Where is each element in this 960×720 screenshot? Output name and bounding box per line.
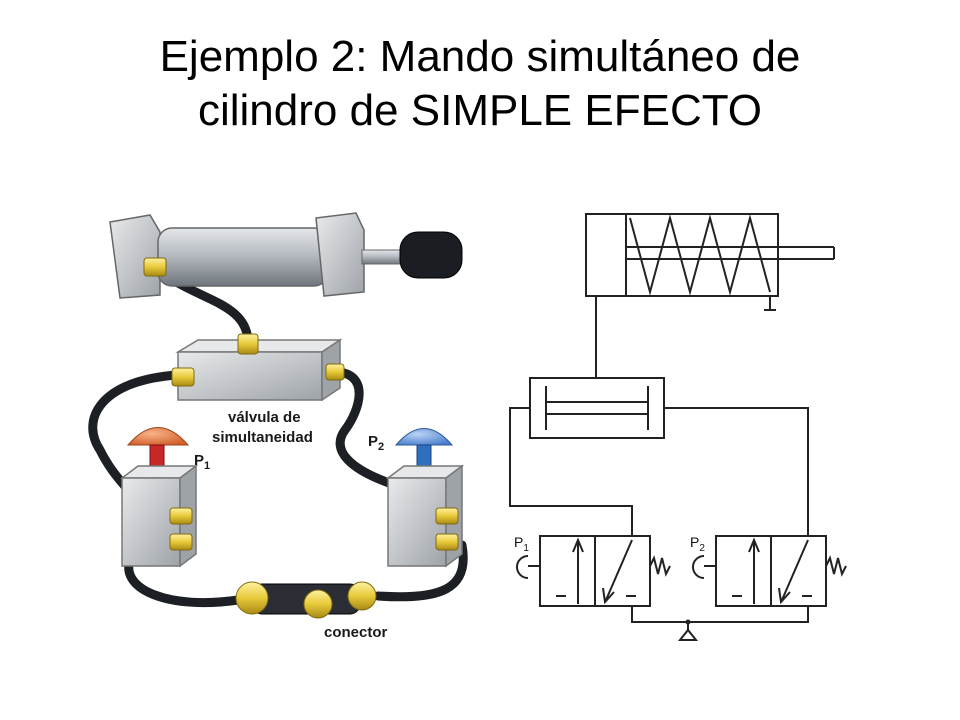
p1-pushbutton-symbol [516, 555, 540, 579]
p1-button-cap [126, 427, 190, 446]
p2-button-stem [416, 444, 432, 468]
p2-fitting-lower [435, 533, 459, 551]
and-valve-top-face [175, 339, 343, 353]
cylinder-barrel [157, 227, 329, 287]
pneumatic-schematic [509, 213, 847, 641]
and-valve-left-fitting [171, 367, 195, 387]
and-valve-label-line-1: válvula de [228, 409, 301, 426]
schematic-p1-label: P1 [514, 534, 529, 554]
p1-fitting-upper [169, 507, 193, 525]
cylinder-symbol [585, 213, 835, 311]
and-valve-symbol-body [529, 377, 665, 439]
and-valve-body [177, 351, 323, 401]
tee-connector [235, 581, 377, 619]
title-line-1: Ejemplo 2: Mando simultáneo de [159, 32, 801, 81]
line-and-to-p2 [664, 407, 809, 536]
hose-p1-to-connector [124, 555, 243, 608]
supply-line [631, 606, 809, 623]
hose-valve-right-to-p2 [333, 367, 400, 490]
p1-label: P1 [194, 452, 210, 472]
p2-valve-symbol-diag-arrow [781, 539, 809, 601]
pressure-source-symbol [677, 628, 699, 641]
push-button-valve-p2 [385, 428, 465, 568]
schematic-p2-label: P2 [690, 534, 705, 554]
push-button-valve-p1 [119, 427, 199, 568]
p2-label: P2 [368, 433, 384, 453]
p2-spring-symbol [825, 555, 847, 577]
p1-valve-symbol-diag-arrow [605, 539, 633, 601]
cylinder-right-cap [315, 212, 365, 297]
single-acting-cylinder [109, 212, 463, 299]
connector-fitting-middle [303, 589, 333, 619]
p1-valve-symbol-diag-arrowhead [602, 587, 615, 605]
connector-fitting-right [347, 581, 377, 611]
cylinder-inlet-fitting [143, 257, 167, 277]
cylinder-symbol-body [585, 213, 779, 297]
slide-title: Ejemplo 2: Mando simultáneo de cilindro … [0, 30, 960, 138]
return-spring-symbol [629, 214, 771, 296]
p1-fitting-lower [169, 533, 193, 551]
p2-valve-symbol-pass-arrowhead [748, 537, 760, 553]
hose-valve-left-to-p1 [88, 370, 183, 495]
p2-valve-symbol [692, 535, 847, 607]
connector-fitting-left [235, 581, 269, 615]
pneumatic-illustration: válvula de simultaneidad P1 P2 [88, 212, 468, 641]
p2-pushbutton-symbol [692, 555, 716, 579]
and-valve-symbol [529, 377, 665, 439]
title-line-2: cilindro de SIMPLE EFECTO [197, 86, 763, 135]
hose-connector-to-p2 [373, 540, 468, 602]
and-valve-top-fitting [237, 333, 259, 355]
connector-label: conector [324, 624, 388, 641]
supply-junction [685, 619, 691, 625]
p1-valve-symbol [516, 535, 671, 607]
and-valve-right-fitting [325, 363, 345, 381]
p2-button-cap [394, 428, 454, 446]
p2-valve-symbol-diag-arrowhead [778, 587, 791, 605]
cylinder-left-cap [109, 214, 161, 299]
p1-valve-symbol-pass-arrowhead [572, 537, 584, 553]
p1-spring-symbol [649, 555, 671, 577]
rod-end-weight [399, 231, 463, 279]
p1-button-stem [149, 444, 165, 468]
simultaneity-valve [171, 333, 345, 402]
line-and-to-p1 [509, 407, 633, 536]
p2-fitting-upper [435, 507, 459, 525]
and-valve-label-line-2: simultaneidad [212, 429, 313, 446]
